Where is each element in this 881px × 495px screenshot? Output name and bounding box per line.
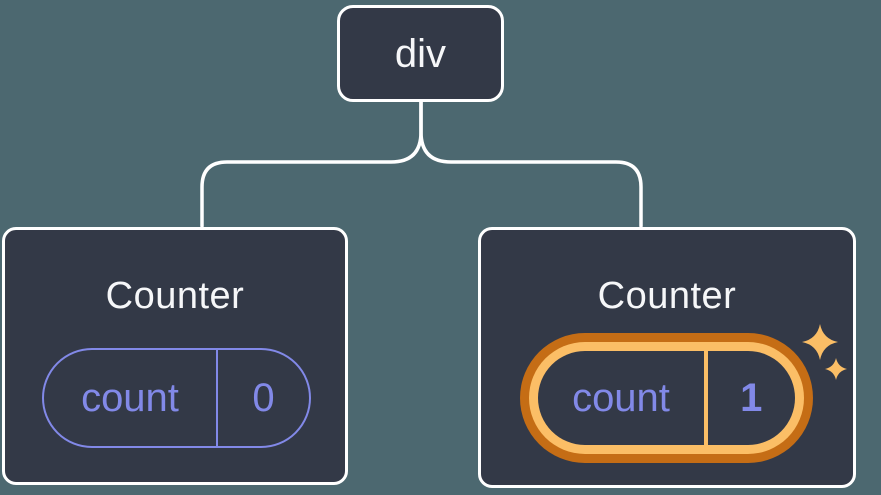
sparkle-large: [802, 324, 838, 360]
root-node: div: [337, 5, 504, 102]
state-key: count: [572, 375, 670, 420]
state-key: count: [81, 375, 179, 420]
state-value: 0: [252, 375, 275, 420]
pill-divider: [704, 351, 708, 445]
counter-card-right: Counter count 1: [478, 227, 856, 488]
state-pill-highlight-ring: count 1: [529, 342, 804, 454]
counter-card-left: Counter count 0: [2, 227, 348, 485]
card-title: Counter: [105, 275, 245, 317]
state-pill-highlighted: count 1: [520, 333, 813, 463]
root-node-label: div: [394, 31, 447, 76]
state-value: 1: [740, 375, 763, 420]
sparkle-small: [825, 358, 847, 380]
connector-left-branch: [200, 99, 423, 228]
connector-right-branch: [419, 99, 643, 228]
pill-divider: [216, 350, 218, 446]
card-title: Counter: [597, 275, 737, 317]
sparkles-icon: [802, 324, 847, 380]
state-pill-inner: count 1: [538, 351, 795, 445]
state-pill: count 0: [42, 348, 311, 448]
